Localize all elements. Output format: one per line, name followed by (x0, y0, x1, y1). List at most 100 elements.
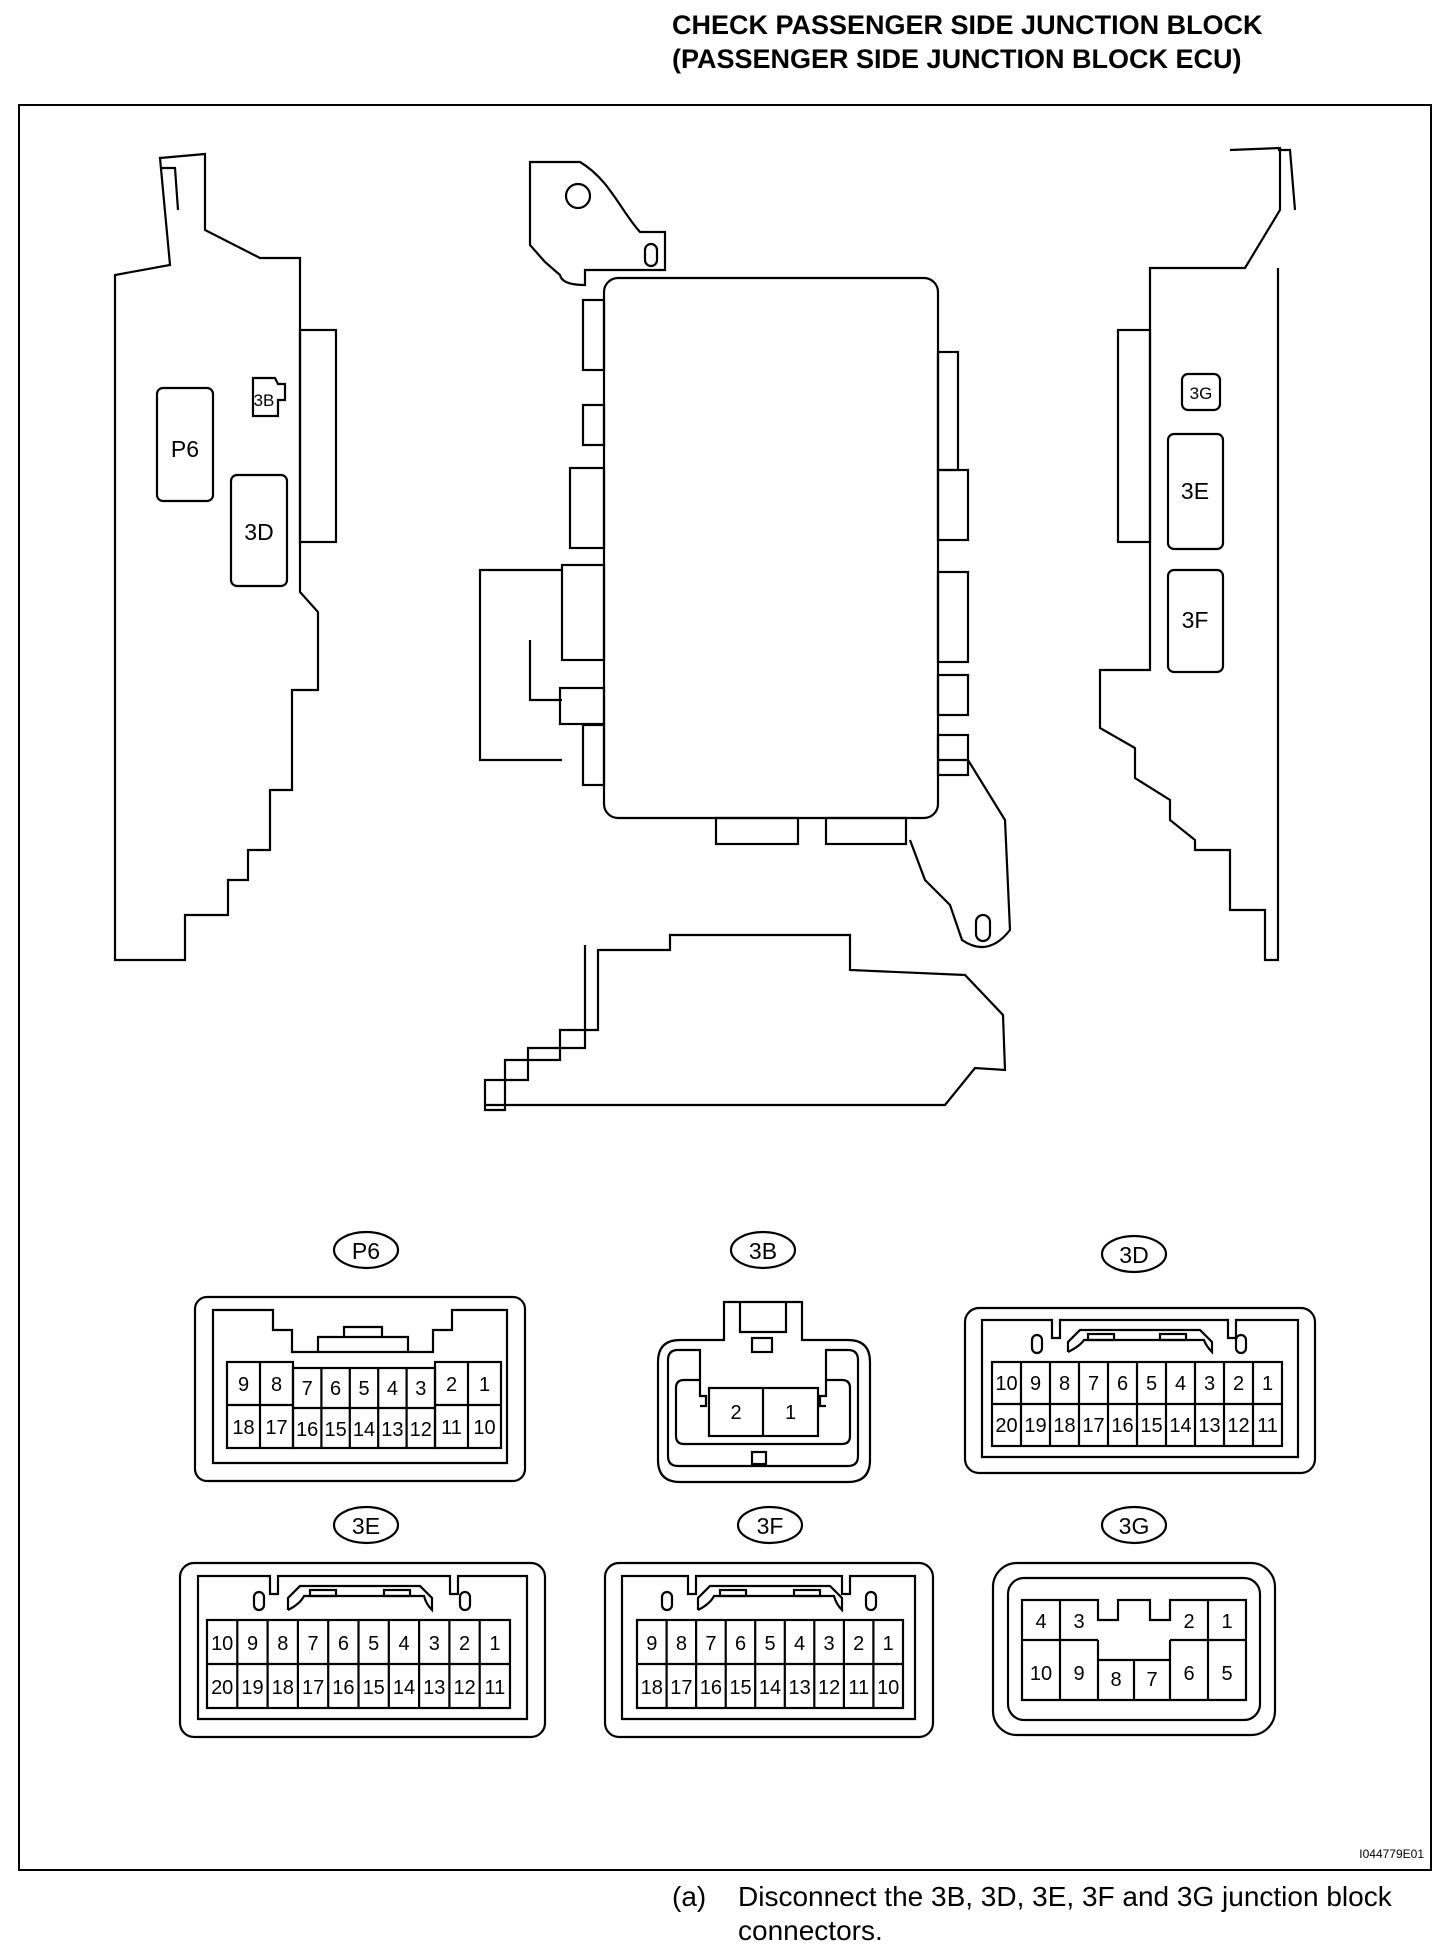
pin-3g-8: 8 (1110, 1669, 1121, 1691)
pin-3f-9: 9 (646, 1633, 657, 1655)
pin-3g-3: 3 (1073, 1611, 1084, 1633)
block-3b-socket (251, 376, 287, 418)
block-label-3f: 3F (1182, 607, 1209, 633)
pin-3e-8: 8 (277, 1633, 288, 1655)
pin-3d-1: 1 (1262, 1373, 1273, 1395)
pin-3f-2: 2 (853, 1633, 864, 1655)
connector-3g (991, 1505, 1277, 1737)
connector-3b (656, 1230, 872, 1484)
title-line-2: (PASSENGER SIDE JUNCTION BLOCK ECU) (672, 44, 1242, 74)
step-marker: (a) (672, 1881, 707, 1912)
pin-3e-1: 1 (489, 1633, 500, 1655)
pin-p6-6: 6 (330, 1378, 341, 1400)
connector-p6-title: P6 (352, 1238, 380, 1264)
pin-p6-14: 14 (353, 1419, 375, 1441)
pin-3d-9: 9 (1030, 1373, 1041, 1395)
pin-p6-5: 5 (358, 1378, 369, 1400)
pin-p6-16: 16 (296, 1419, 318, 1441)
pin-3e-3: 3 (429, 1633, 440, 1655)
pin-3g-9: 9 (1073, 1663, 1084, 1685)
pin-3f-4: 4 (794, 1633, 805, 1655)
pin-3e-15: 15 (363, 1677, 385, 1699)
connector-3f-title: 3F (757, 1513, 784, 1539)
pin-3g-4: 4 (1035, 1611, 1046, 1633)
pin-3e-7: 7 (308, 1633, 319, 1655)
pin-3g-6: 6 (1183, 1663, 1194, 1685)
pin-p6-2: 2 (446, 1374, 457, 1396)
pin-3f-3: 3 (824, 1633, 835, 1655)
pin-3f-17: 17 (670, 1677, 692, 1699)
pin-3e-13: 13 (423, 1677, 445, 1699)
connector-3g-title: 3G (1119, 1513, 1150, 1539)
pin-3e-18: 18 (272, 1677, 294, 1699)
pin-3e-6: 6 (338, 1633, 349, 1655)
pin-3d-2: 2 (1233, 1373, 1244, 1395)
page-title: CHECK PASSENGER SIDE JUNCTION BLOCK (PAS… (672, 8, 1263, 76)
pin-3e-11: 11 (485, 1677, 506, 1699)
connector-3e (178, 1505, 547, 1739)
pin-3d-18: 18 (1053, 1415, 1075, 1437)
title-line-1: CHECK PASSENGER SIDE JUNCTION BLOCK (672, 10, 1263, 40)
pin-3e-16: 16 (332, 1677, 354, 1699)
pin-3e-10: 10 (211, 1633, 233, 1655)
block-3e-socket (1166, 432, 1225, 551)
connector-3b-title: 3B (749, 1238, 777, 1264)
pin-3f-13: 13 (788, 1677, 810, 1699)
connector-3e-title: 3E (352, 1513, 380, 1539)
pin-3d-10: 10 (995, 1373, 1017, 1395)
pin-3g-1: 1 (1221, 1611, 1232, 1633)
connector-p6 (193, 1230, 527, 1483)
pin-p6-8: 8 (271, 1374, 282, 1396)
pin-3d-7: 7 (1088, 1373, 1099, 1395)
pin-p6-10: 10 (473, 1417, 495, 1439)
connector-3d-title: 3D (1119, 1242, 1148, 1268)
pin-p6-13: 13 (381, 1419, 403, 1441)
figure-id: I044779E01 (1359, 1847, 1424, 1861)
pin-3f-16: 16 (700, 1677, 722, 1699)
pin-3g-5: 5 (1221, 1663, 1232, 1685)
pin-3f-7: 7 (705, 1633, 716, 1655)
pin-3f-1: 1 (883, 1633, 894, 1655)
pin-3d-5: 5 (1146, 1373, 1157, 1395)
pin-3f-14: 14 (759, 1677, 781, 1699)
pin-p6-17: 17 (265, 1417, 287, 1439)
pin-p6-18: 18 (232, 1417, 254, 1439)
pin-3e-2: 2 (459, 1633, 470, 1655)
pin-3d-12: 12 (1227, 1415, 1249, 1437)
pin-3d-17: 17 (1082, 1415, 1104, 1437)
pin-3f-11: 11 (848, 1677, 869, 1699)
pin-3d-15: 15 (1140, 1415, 1162, 1437)
pin-3d-13: 13 (1198, 1415, 1220, 1437)
block-3f-socket (1166, 568, 1225, 674)
pin-3f-18: 18 (641, 1677, 663, 1699)
block-label-p6: P6 (171, 436, 199, 462)
pin-p6-15: 15 (324, 1419, 346, 1441)
pin-p6-3: 3 (415, 1378, 426, 1400)
pin-3e-17: 17 (302, 1677, 324, 1699)
pin-3d-3: 3 (1204, 1373, 1215, 1395)
pin-3e-19: 19 (241, 1677, 263, 1699)
right-junction-block (1098, 146, 1297, 962)
pin-3g-2: 2 (1183, 1611, 1194, 1633)
pin-3e-14: 14 (393, 1677, 415, 1699)
pin-3e-20: 20 (211, 1677, 233, 1699)
pin-3g-7: 7 (1146, 1669, 1157, 1691)
junction-block-ecu (478, 160, 1012, 1112)
pin-3d-19: 19 (1024, 1415, 1046, 1437)
step-text: Disconnect the 3B, 3D, 3E, 3F and 3G jun… (738, 1881, 1392, 1946)
pin-3d-16: 16 (1111, 1415, 1133, 1437)
pin-3f-12: 12 (818, 1677, 840, 1699)
connector-3d (963, 1234, 1317, 1475)
pin-3f-6: 6 (735, 1633, 746, 1655)
pin-p6-12: 12 (410, 1419, 432, 1441)
pin-3d-4: 4 (1175, 1373, 1186, 1395)
block-3d-socket (229, 473, 289, 588)
pin-3d-20: 20 (995, 1415, 1017, 1437)
pin-3f-8: 8 (676, 1633, 687, 1655)
pin-3d-14: 14 (1169, 1415, 1191, 1437)
connector-3f (603, 1505, 935, 1739)
pin-3d-11: 11 (1257, 1415, 1278, 1437)
pin-3b-1: 1 (785, 1402, 796, 1424)
pin-p6-9: 9 (238, 1374, 249, 1396)
